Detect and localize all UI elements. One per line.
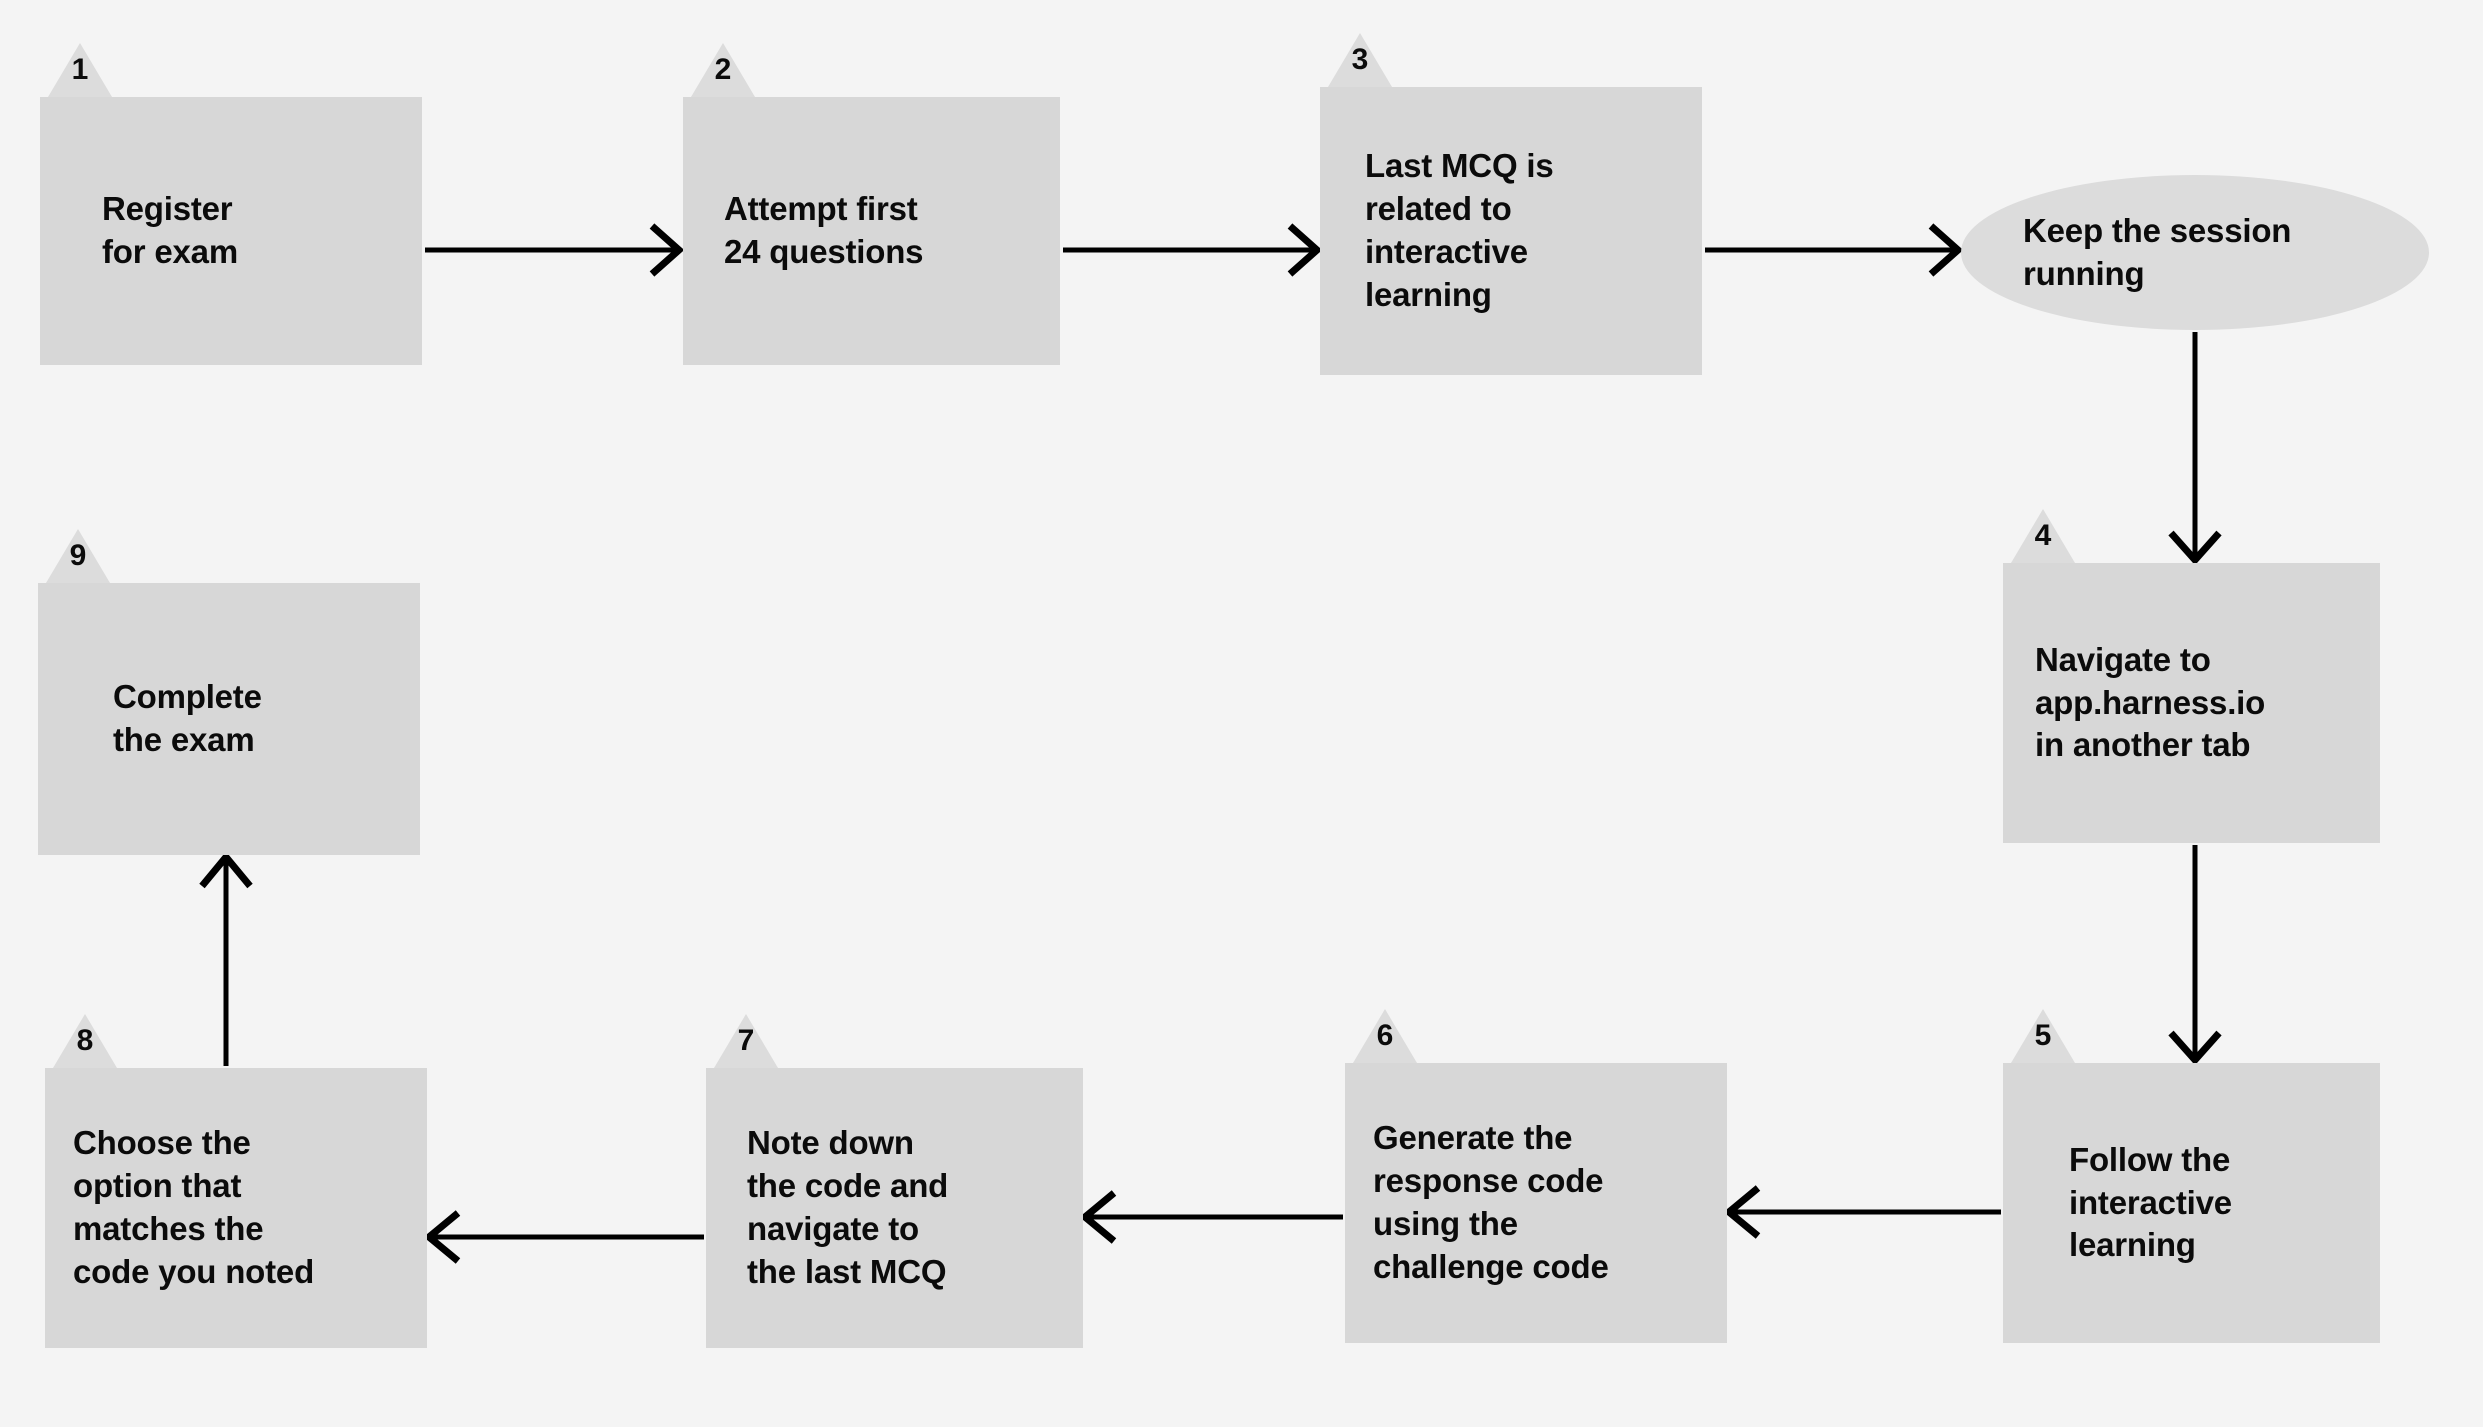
step-badge-number-5: 5 <box>2034 1019 2052 1052</box>
edge-register-to-attempt <box>425 223 685 277</box>
node-complete-the-exam[interactable]: Complete the exam <box>38 583 420 855</box>
edge-lastmcq-to-keepsession <box>1705 223 1964 277</box>
node-label: Generate the response code using the cha… <box>1373 1119 1609 1285</box>
node-label: Follow the interactive learning <box>2069 1140 2232 1264</box>
node-navigate-to-app-harness-io[interactable]: Navigate to app.harness.io in another ta… <box>2003 563 2380 843</box>
node-last-mcq-interactive-learning[interactable]: Last MCQ is related to interactive learn… <box>1320 87 1702 375</box>
node-register-for-exam[interactable]: Register for exam <box>40 97 422 365</box>
edge-navigate-to-follow <box>2168 845 2222 1066</box>
step-badge-8 <box>53 1014 117 1068</box>
node-label: Navigate to app.harness.io in another ta… <box>2035 640 2266 764</box>
node-follow-the-interactive-learning[interactable]: Follow the interactive learning <box>2003 1063 2380 1343</box>
node-label: Register for exam <box>102 190 238 270</box>
edge-generate-to-note <box>1079 1190 1343 1244</box>
step-badge-7 <box>714 1014 778 1068</box>
node-choose-matching-option[interactable]: Choose the option that matches the code … <box>45 1068 427 1348</box>
edge-attempt-to-lastmcq <box>1063 223 1323 277</box>
edge-keepsession-to-navigate <box>2168 332 2222 566</box>
node-label: Attempt first 24 questions <box>724 190 924 270</box>
step-badge-4 <box>2011 509 2075 563</box>
step-badge-number-1: 1 <box>71 53 89 86</box>
node-label: Last MCQ is related to interactive learn… <box>1365 147 1554 313</box>
step-badge-number-6: 6 <box>1376 1019 1394 1052</box>
step-badge-9 <box>46 529 110 583</box>
step-badge-6 <box>1353 1009 1417 1063</box>
edge-follow-to-generate <box>1723 1185 2001 1239</box>
node-label: Complete the exam <box>113 678 262 758</box>
step-badge-1 <box>48 43 112 97</box>
step-badge-3 <box>1328 33 1392 87</box>
edge-choose-to-complete <box>199 851 253 1066</box>
step-badge-number-3: 3 <box>1351 43 1369 76</box>
node-label: Keep the session running <box>2023 211 2292 292</box>
step-badge-number-9: 9 <box>69 539 87 572</box>
node-label: Note down the code and navigate to the l… <box>747 1124 949 1290</box>
step-badge-number-2: 2 <box>714 53 732 86</box>
edge-note-to-choose <box>423 1210 704 1264</box>
step-badge-5 <box>2011 1009 2075 1063</box>
step-badge-number-7: 7 <box>737 1024 755 1057</box>
node-keep-the-session-running[interactable]: Keep the session running <box>1961 175 2429 330</box>
step-badge-2 <box>691 43 755 97</box>
node-note-down-the-code[interactable]: Note down the code and navigate to the l… <box>706 1068 1083 1348</box>
node-label: Choose the option that matches the code … <box>73 1124 315 1290</box>
step-badge-number-8: 8 <box>76 1024 94 1057</box>
node-generate-response-code[interactable]: Generate the response code using the cha… <box>1345 1063 1727 1343</box>
step-badge-number-4: 4 <box>2034 519 2052 552</box>
node-attempt-first-24-questions[interactable]: Attempt first 24 questions <box>683 97 1060 365</box>
